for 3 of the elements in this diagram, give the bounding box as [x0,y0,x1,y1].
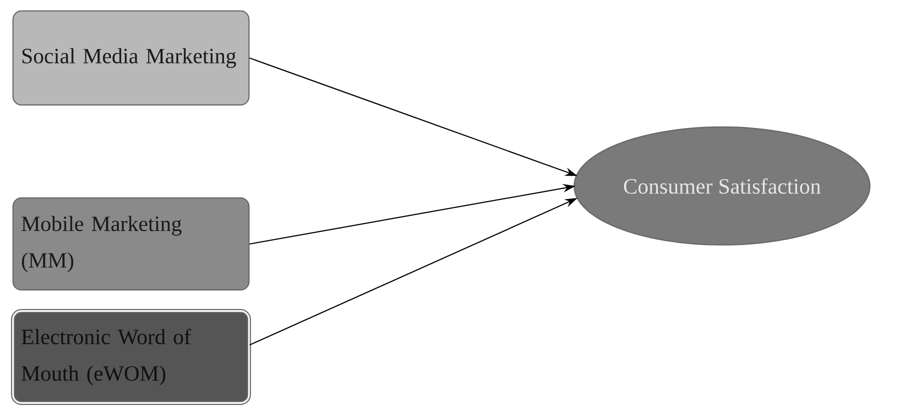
factor-box: Mobile Marketing (MM) [12,197,250,291]
factor-box: Electronic Word of Mouth (eWOM) [11,309,251,405]
factor-box: Social Media Marketing [12,10,250,106]
